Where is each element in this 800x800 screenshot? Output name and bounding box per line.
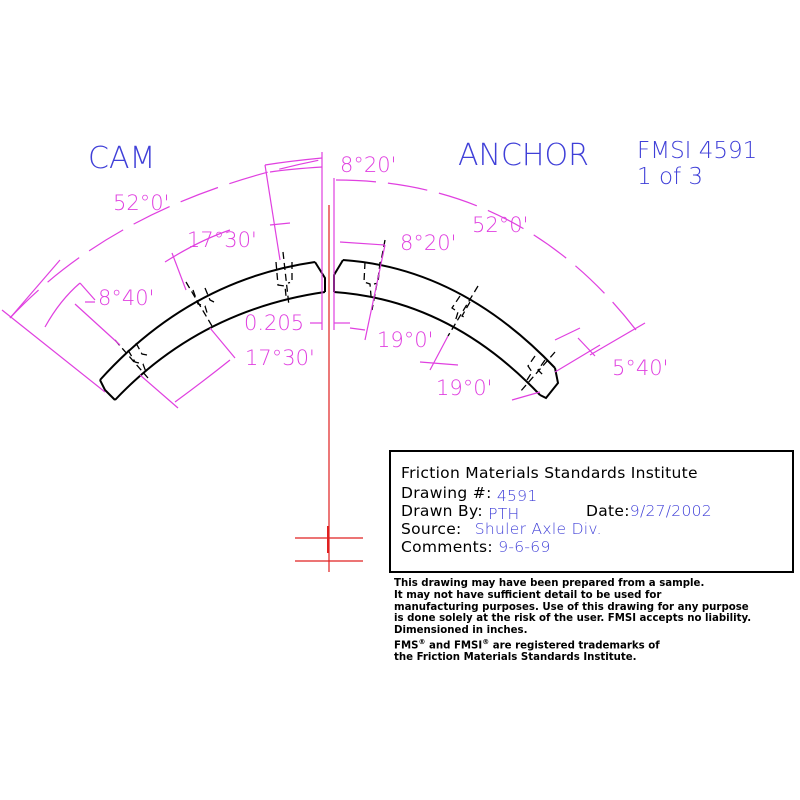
disclaimer-line: is done solely at the risk of the user. … <box>394 613 752 625</box>
registered-mark: ® <box>482 637 490 646</box>
gap-width: 0.205 <box>244 311 304 335</box>
comments-label: Comments: <box>401 538 493 556</box>
sheet-number: 1 of 3 <box>637 164 703 190</box>
drawn-by-label: Drawn By: <box>401 502 483 520</box>
source-value: Shuler Axle Div. <box>474 520 602 538</box>
fmsi-number: FMSI 4591 <box>637 138 757 164</box>
anchor-label: ANCHOR <box>458 138 589 173</box>
comments-value: 9-6-69 <box>498 538 551 556</box>
source-label: Source: <box>401 520 462 538</box>
anchor-end-angle: 5°40' <box>612 356 668 380</box>
disclaimer: This drawing may have been prepared from… <box>394 578 800 664</box>
organization-name: Friction Materials Standards Institute <box>401 464 698 482</box>
drawing-number-label: Drawing #: <box>401 484 492 502</box>
anchor-total-angle: 52°0' <box>472 213 528 237</box>
dimension-lines <box>1 152 646 409</box>
drawn-by-value: PTH <box>488 505 520 523</box>
source-row: Source: Shuler Axle Div. <box>401 520 602 538</box>
cam-slot-spacing-lower: 17°30' <box>245 346 315 370</box>
cam-slot-spacing-upper: 17°30' <box>187 228 257 252</box>
comments-row: Comments: 9-6-69 <box>401 538 551 556</box>
trademark-line: FMS® and FMSI® are registered trademarks… <box>394 637 800 652</box>
title-block: Friction Materials Standards Institute D… <box>389 450 794 573</box>
trademark-rest: are registered trademarks of <box>489 640 660 652</box>
registered-mark: ® <box>418 637 426 646</box>
date-value: 9/27/2002 <box>629 502 712 520</box>
anchor-first-slot-angle: 8°20' <box>400 231 456 255</box>
anchor-slot-spacing-lower: 19°0' <box>436 376 492 400</box>
trademark-line-2: the Friction Materials Standards Institu… <box>394 652 637 664</box>
drawing-number-value: 4591 <box>496 487 538 505</box>
trademark-fmsi: FMSI <box>453 640 483 652</box>
drawn-by-row: Drawn By: PTH <box>401 502 520 523</box>
disclaimer-line: Dimensioned in inches. <box>394 625 528 637</box>
cam-label: CAM <box>88 141 155 176</box>
anchor-slot-spacing-upper: 19°0' <box>377 328 433 352</box>
cam-end-angle: 8°40' <box>98 286 154 310</box>
disclaimer-line: manufacturing purposes. Use of this draw… <box>394 601 749 613</box>
trademark-fms: FMS <box>394 640 419 652</box>
centerline <box>295 205 363 572</box>
date-label: Date: <box>586 502 630 520</box>
drawing-number-row: Drawing #: 4591 <box>401 484 538 505</box>
cam-total-angle: 52°0' <box>113 191 169 215</box>
date-row: Date:9/27/2002 <box>586 502 712 520</box>
disclaimer-line: It may not have sufficient detail to be … <box>394 589 662 601</box>
disclaimer-line: This drawing may have been prepared from… <box>394 578 705 589</box>
trademark-and: and <box>425 640 454 652</box>
anchor-lining-segment <box>333 239 560 400</box>
top-gap-angle: 8°20' <box>340 153 396 177</box>
